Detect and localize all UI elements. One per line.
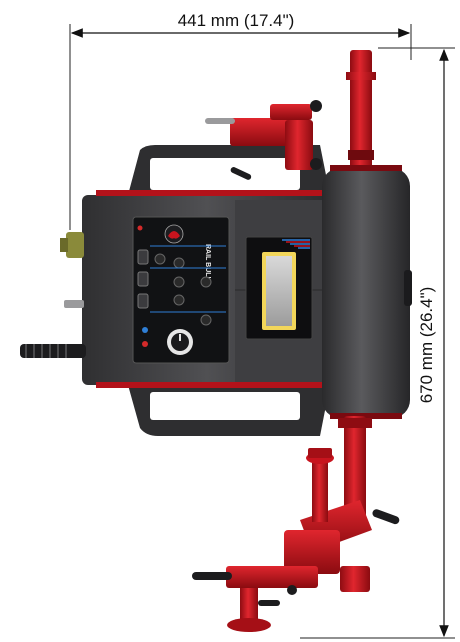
right-drum <box>322 165 412 419</box>
panel-switches <box>137 249 149 309</box>
panel-logo <box>164 224 184 244</box>
panel-brand-text: RAIL BULL <box>204 244 211 282</box>
panel-lines <box>150 245 226 313</box>
left-fittings <box>20 232 86 358</box>
speed-knob <box>167 329 193 355</box>
top-clamp <box>205 100 322 180</box>
width-dimension: 441 mm (17.4") <box>69 11 412 230</box>
panel-indicators <box>137 225 212 347</box>
height-dimension: 670 mm (26.4") <box>300 47 455 639</box>
width-label: 441 mm (17.4") <box>178 11 295 30</box>
cable-strain-relief <box>20 344 86 358</box>
height-label: 670 mm (26.4") <box>417 287 436 404</box>
display-window <box>245 236 313 340</box>
control-panel: RAIL BULL <box>132 216 230 364</box>
upper-mast <box>346 50 376 170</box>
lower-arm <box>192 416 400 632</box>
